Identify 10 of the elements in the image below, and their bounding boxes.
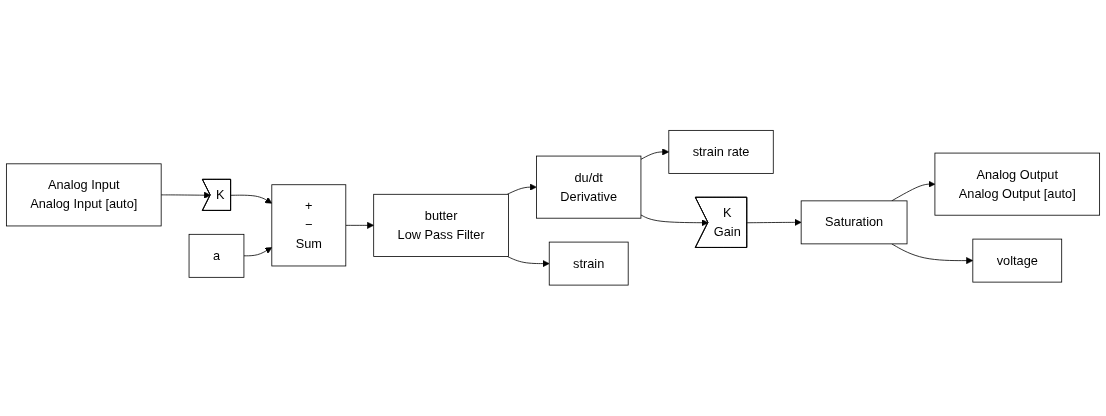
node-box: strain rate: [668, 130, 774, 175]
node-box: Saturation: [800, 200, 908, 245]
node-box: Analog Input Analog Input [auto]: [5, 163, 162, 227]
node-box: du/dt Derivative: [536, 155, 642, 219]
node-box: strain: [548, 241, 629, 286]
node-box: Analog Output Analog Output [auto]: [934, 152, 1100, 216]
node-box: + − Sum: [271, 184, 347, 267]
node-box: a: [188, 234, 245, 278]
node-box: butter Low Pass Filter: [373, 194, 509, 258]
node-box: voltage: [972, 238, 1063, 283]
